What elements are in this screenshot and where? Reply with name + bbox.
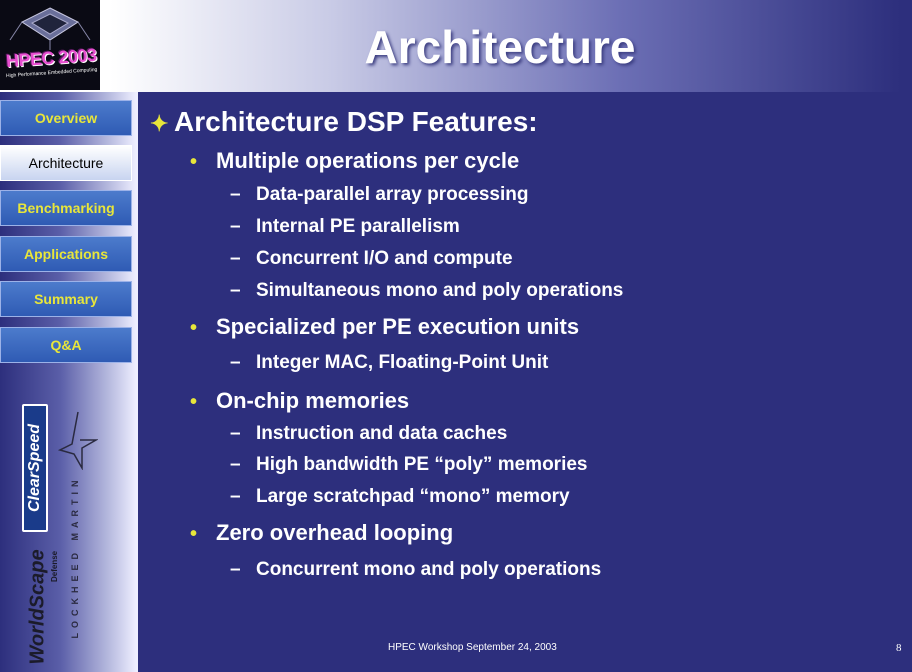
sub-bullet-item: –Concurrent mono and poly operations bbox=[230, 559, 601, 581]
bullet-item: • Specialized per PE execution units bbox=[190, 314, 579, 340]
bullet-item: • Zero overhead looping bbox=[190, 520, 453, 546]
sub-bullet-item: –Concurrent I/O and compute bbox=[230, 248, 513, 270]
sub-bullet-item: –High bandwidth PE “poly” memories bbox=[230, 454, 587, 476]
header-banner: HPEC 2003 High Performance Embedded Comp… bbox=[0, 0, 912, 92]
bullet-dot-icon: • bbox=[190, 523, 198, 545]
sub-bullet-item: –Data-parallel array processing bbox=[230, 184, 528, 206]
sub-bullet-text: Simultaneous mono and poly operations bbox=[256, 280, 624, 301]
lockheed-star-icon bbox=[58, 411, 98, 470]
sub-bullet-text: Large scratchpad “mono” memory bbox=[256, 486, 570, 507]
dash-bullet-icon: – bbox=[230, 216, 241, 237]
nav-item-summary[interactable]: Summary bbox=[0, 281, 132, 317]
lockheed-martin-text: LOCKHEED MARTIN bbox=[70, 475, 80, 639]
sub-bullet-text: Integer MAC, Floating-Point Unit bbox=[256, 352, 549, 373]
sub-bullet-text: Concurrent mono and poly operations bbox=[256, 559, 602, 580]
worldscape-text: WorldScape bbox=[26, 549, 49, 665]
dash-bullet-icon: – bbox=[230, 184, 241, 205]
bullet-item: • On-chip memories bbox=[190, 388, 409, 414]
bullet-text: Specialized per PE execution units bbox=[216, 314, 580, 339]
nav-item-applications[interactable]: Applications bbox=[0, 236, 132, 272]
chip-icon bbox=[9, 7, 91, 50]
dash-bullet-icon: – bbox=[230, 423, 241, 444]
heading-text: Architecture DSP Features: bbox=[174, 106, 538, 137]
dash-bullet-icon: – bbox=[230, 352, 241, 373]
main-heading: ✦Architecture DSP Features: bbox=[150, 106, 538, 138]
sub-bullet-item: –Simultaneous mono and poly operations bbox=[230, 280, 623, 302]
sparkle-bullet-icon: ✦ bbox=[150, 111, 169, 136]
sub-bullet-item: –Internal PE parallelism bbox=[230, 216, 460, 238]
bullet-dot-icon: • bbox=[190, 317, 198, 339]
nav-item-architecture[interactable]: Architecture bbox=[0, 145, 132, 181]
hpec-logo: HPEC 2003 High Performance Embedded Comp… bbox=[0, 0, 100, 90]
dash-bullet-icon: – bbox=[230, 280, 241, 301]
sub-bullet-text: Data-parallel array processing bbox=[256, 184, 529, 205]
bullet-text: On-chip memories bbox=[216, 388, 410, 413]
sub-bullet-item: –Instruction and data caches bbox=[230, 423, 507, 445]
dash-bullet-icon: – bbox=[230, 559, 241, 580]
bullet-text: Zero overhead looping bbox=[216, 520, 454, 545]
worldscape-subtitle: Defense bbox=[50, 550, 59, 582]
worldscape-logo: WorldScape Defense bbox=[20, 549, 60, 665]
sub-bullet-item: –Integer MAC, Floating-Point Unit bbox=[230, 352, 548, 374]
sub-bullet-text: Instruction and data caches bbox=[256, 423, 508, 444]
nav-item-qa[interactable]: Q&A bbox=[0, 327, 132, 363]
page-number: 8 bbox=[896, 642, 902, 654]
bullet-dot-icon: • bbox=[190, 151, 198, 173]
dash-bullet-icon: – bbox=[230, 248, 241, 269]
dash-bullet-icon: – bbox=[230, 454, 241, 475]
nav-item-benchmarking[interactable]: Benchmarking bbox=[0, 190, 132, 226]
sidebar: Overview Architecture Benchmarking Appli… bbox=[0, 92, 138, 672]
sub-bullet-text: Concurrent I/O and compute bbox=[256, 248, 513, 269]
bullet-text: Multiple operations per cycle bbox=[216, 148, 520, 173]
footer-text: HPEC Workshop September 24, 2003 bbox=[388, 642, 557, 653]
clearspeed-logo: ClearSpeed bbox=[22, 404, 48, 532]
sub-bullet-text: Internal PE parallelism bbox=[256, 216, 460, 237]
slide-title: Architecture bbox=[364, 21, 636, 73]
clearspeed-text: ClearSpeed bbox=[26, 423, 43, 513]
sub-bullet-text: High bandwidth PE “poly” memories bbox=[256, 454, 588, 475]
lockheed-martin-logo: LOCKHEED MARTIN bbox=[60, 442, 90, 672]
bullet-dot-icon: • bbox=[190, 391, 198, 413]
sub-bullet-item: –Large scratchpad “mono” memory bbox=[230, 486, 570, 508]
nav-item-overview[interactable]: Overview bbox=[0, 100, 132, 136]
dash-bullet-icon: – bbox=[230, 486, 241, 507]
bullet-item: • Multiple operations per cycle bbox=[190, 148, 519, 174]
